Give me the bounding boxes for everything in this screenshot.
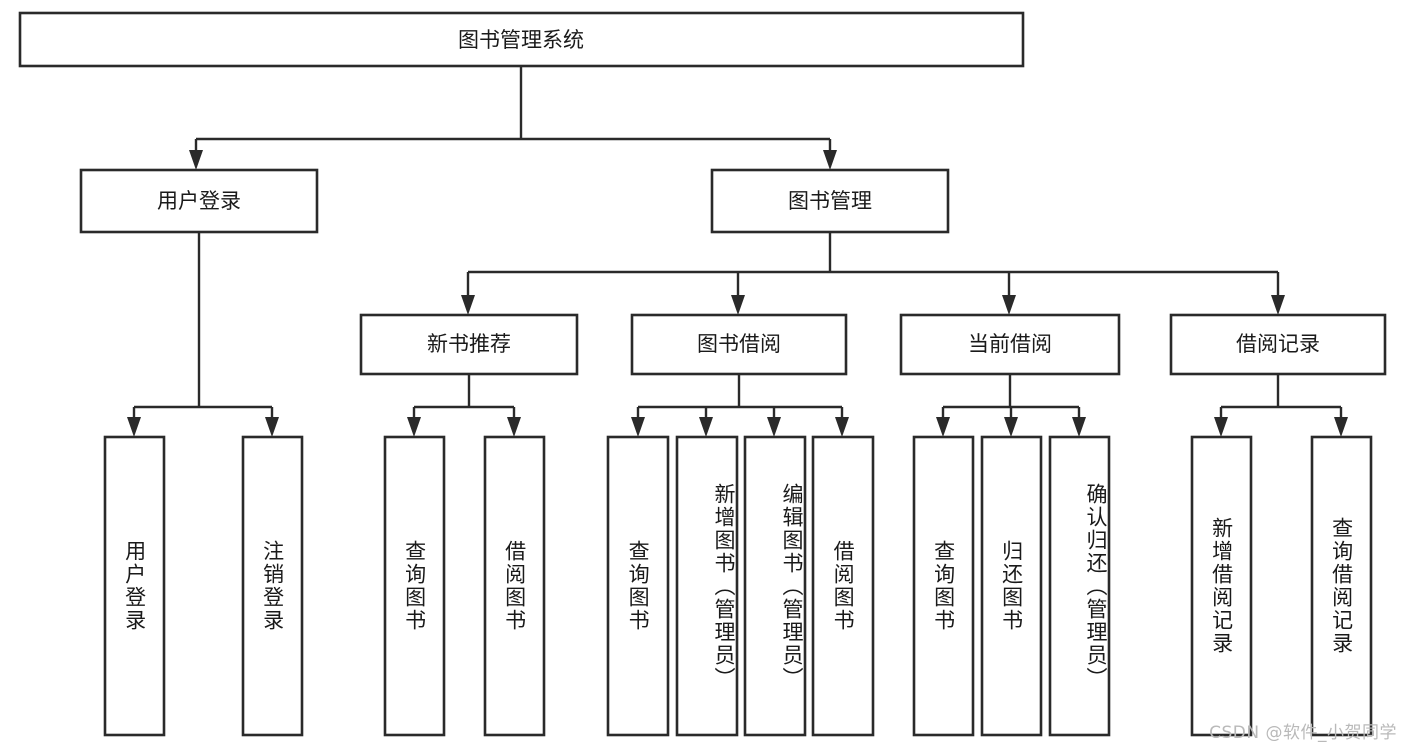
node-current-borrow[interactable]: 当前借阅 xyxy=(899,313,1121,376)
leaf-node-current-borrow-2[interactable]: 确认归还（管理员） xyxy=(1048,435,1111,737)
book-management-box[interactable] xyxy=(710,168,950,234)
leaf-label: 归还图书 xyxy=(999,540,1024,632)
leaf-node-new-book-1[interactable]: 借阅图书 xyxy=(483,435,546,737)
user-login-box[interactable] xyxy=(79,168,319,234)
borrow-record-box[interactable] xyxy=(1169,313,1387,376)
arrowhead-leaf-new-book-0 xyxy=(407,417,421,437)
edge-group-new-book-to-leaves xyxy=(407,374,521,437)
leaf-label: 查询图书 xyxy=(931,540,956,632)
leaf-node-borrow-record-1[interactable]: 查询借阅记录 xyxy=(1310,435,1373,737)
leaf-box[interactable] xyxy=(606,435,670,737)
leaf-node-current-borrow-1[interactable]: 归还图书 xyxy=(980,435,1043,737)
book-borrow-box[interactable] xyxy=(630,313,848,376)
edge-group-book-manage-to-level3 xyxy=(461,232,1285,315)
arrowhead-to-book-borrow xyxy=(731,295,745,315)
edge-root-split xyxy=(194,66,832,158)
leaf-label: 查询借阅记录 xyxy=(1329,517,1354,655)
leaf-label: 用户登录 xyxy=(122,540,147,632)
leaf-node-new-book-0[interactable]: 查询图书 xyxy=(383,435,446,737)
watermark-text: CSDN @软件_小贺同学 xyxy=(1209,723,1397,743)
leaf-node-borrow-record-0[interactable]: 新增借阅记录 xyxy=(1190,435,1253,737)
leaf-box[interactable] xyxy=(980,435,1043,737)
leaf-box[interactable] xyxy=(1190,435,1253,737)
leaf-box[interactable] xyxy=(811,435,875,737)
root-box[interactable] xyxy=(18,11,1025,68)
leaf-node-book-borrow-2[interactable]: 编辑图书（管理员） xyxy=(743,435,807,737)
arrowhead-leaf-borrow-record-1 xyxy=(1334,417,1348,437)
edge-new-book-split xyxy=(412,374,516,424)
edge-group-book-borrow-to-leaves xyxy=(631,374,849,437)
arrowhead-leaf-current-borrow-2 xyxy=(1072,417,1086,437)
node-borrow-record[interactable]: 借阅记录 xyxy=(1169,313,1387,376)
arrowhead-leaf-book-borrow-0 xyxy=(631,417,645,437)
arrowhead-leaf-book-borrow-2 xyxy=(767,417,781,437)
edge-group-current-borrow-to-leaves xyxy=(936,374,1086,437)
leaf-box[interactable] xyxy=(1048,435,1111,737)
arrowhead-to-user-login xyxy=(189,150,203,170)
new-book-recommend-label: 新书推荐 xyxy=(427,332,511,356)
arrowhead-to-book-manage xyxy=(823,150,837,170)
leaf-node-user-login-1[interactable]: 注销登录 xyxy=(241,435,304,737)
edge-group-borrow-record-to-leaves xyxy=(1214,374,1348,437)
leaf-label: 编辑图书（管理员） xyxy=(780,482,804,690)
leaf-label: 新增图书（管理员） xyxy=(712,482,736,690)
current-borrow-box[interactable] xyxy=(899,313,1121,376)
leaf-label: 新增借阅记录 xyxy=(1209,517,1234,655)
book-management-label: 图书管理 xyxy=(788,189,872,213)
arrowhead-leaf-user-login-1 xyxy=(265,417,279,437)
leaf-box[interactable] xyxy=(241,435,304,737)
edge-level3-split xyxy=(466,232,1280,302)
root-label: 图书管理系统 xyxy=(458,28,584,52)
node-new-book-recommend[interactable]: 新书推荐 xyxy=(359,313,579,376)
leaf-box[interactable] xyxy=(675,435,739,737)
leaf-label: 借阅图书 xyxy=(831,540,856,632)
edge-group-user-login-to-leaves xyxy=(127,232,279,437)
leaf-box[interactable] xyxy=(743,435,807,737)
leaf-label: 查询图书 xyxy=(626,540,651,632)
leaf-label: 查询图书 xyxy=(402,540,427,632)
node-root-book-management-system[interactable]: 图书管理系统 xyxy=(18,11,1025,68)
leaf-node-book-borrow-3[interactable]: 借阅图书 xyxy=(811,435,875,737)
user-login-label: 用户登录 xyxy=(157,189,241,213)
arrowhead-to-new-book xyxy=(461,295,475,315)
leaf-node-user-login-0[interactable]: 用户登录 xyxy=(103,435,166,737)
book-borrow-label: 图书借阅 xyxy=(697,332,781,356)
edge-book-borrow-split xyxy=(636,374,844,424)
leaf-label: 注销登录 xyxy=(260,540,285,632)
leaf-node-current-borrow-0[interactable]: 查询图书 xyxy=(912,435,975,737)
borrow-record-label: 借阅记录 xyxy=(1236,332,1320,356)
node-user-login[interactable]: 用户登录 xyxy=(79,168,319,234)
leaf-box[interactable] xyxy=(383,435,446,737)
leaf-box[interactable] xyxy=(483,435,546,737)
arrowhead-to-current-borrow xyxy=(1002,295,1016,315)
leaf-label: 借阅图书 xyxy=(502,540,527,632)
leaf-node-book-borrow-0[interactable]: 查询图书 xyxy=(606,435,670,737)
arrowhead-leaf-book-borrow-3 xyxy=(835,417,849,437)
new-book-recommend-box[interactable] xyxy=(359,313,579,376)
edge-user-login-split xyxy=(132,232,274,424)
current-borrow-label: 当前借阅 xyxy=(968,332,1052,356)
node-book-management[interactable]: 图书管理 xyxy=(710,168,950,234)
leaf-box[interactable] xyxy=(103,435,166,737)
leaf-node-book-borrow-1[interactable]: 新增图书（管理员） xyxy=(675,435,739,737)
edge-borrow-record-split xyxy=(1219,374,1343,424)
leaf-box[interactable] xyxy=(912,435,975,737)
arrowhead-leaf-user-login-0 xyxy=(127,417,141,437)
leaf-box[interactable] xyxy=(1310,435,1373,737)
edge-current-borrow-split xyxy=(941,374,1081,424)
arrowhead-leaf-current-borrow-1 xyxy=(1004,417,1018,437)
arrowhead-leaf-borrow-record-0 xyxy=(1214,417,1228,437)
arrowhead-to-borrow-record xyxy=(1271,295,1285,315)
node-book-borrow[interactable]: 图书借阅 xyxy=(630,313,848,376)
arrowhead-leaf-current-borrow-0 xyxy=(936,417,950,437)
leaf-label: 确认归还（管理员） xyxy=(1084,482,1108,690)
edge-group-root-to-level2 xyxy=(189,66,837,170)
arrowhead-leaf-book-borrow-1 xyxy=(699,417,713,437)
arrowhead-leaf-new-book-1 xyxy=(507,417,521,437)
